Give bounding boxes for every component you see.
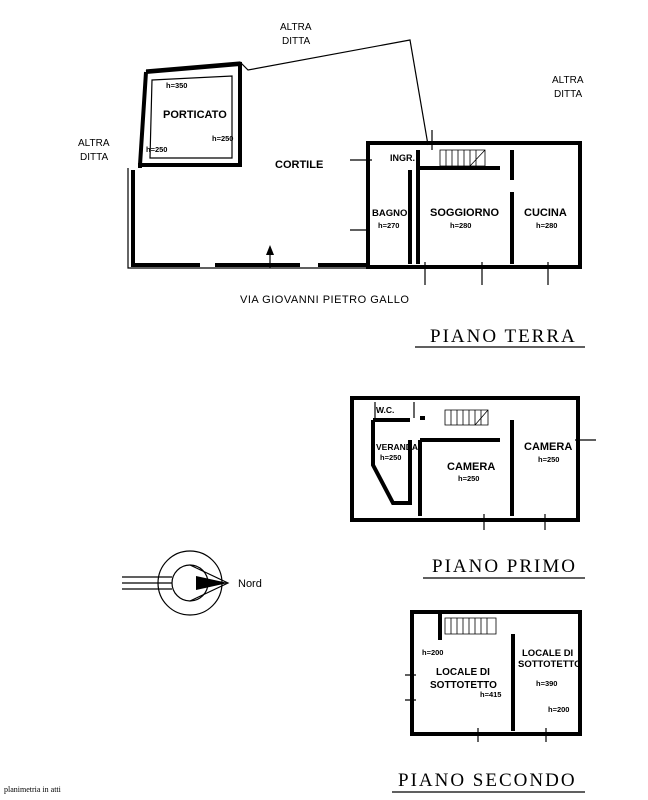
second-window-marks <box>405 674 547 742</box>
room-bagno: BAGNO <box>372 208 407 219</box>
height-camera-right: h=250 <box>538 455 559 464</box>
title-piano-terra: PIANO TERRA <box>430 326 577 347</box>
porticato-walls <box>138 61 242 168</box>
house-ground-walls <box>366 141 582 269</box>
height-locale-left-bottom: h=415 <box>480 690 501 699</box>
height-porticato-left: h=250 <box>146 145 167 154</box>
room-soggiorno: SOGGIORNO <box>430 207 500 219</box>
height-locale-right-top: h=390 <box>536 679 557 688</box>
ground-stair <box>439 149 486 167</box>
height-locale-right-bottom: h=200 <box>548 705 569 714</box>
room-locale-right-line2: SOTTOTETTO <box>518 659 582 670</box>
second-floor-plan <box>405 610 582 742</box>
footnote: planimetria in atti <box>4 785 62 794</box>
house-ground-partitions <box>408 150 514 264</box>
north-compass-icon <box>122 550 230 616</box>
height-veranda: h=250 <box>380 453 401 462</box>
ground-floor-plan <box>127 39 582 285</box>
neighbour-top-2: DITTA <box>282 36 310 47</box>
height-bagno: h=270 <box>378 221 399 230</box>
compass-label: Nord <box>238 578 262 590</box>
height-camera-main: h=250 <box>458 474 479 483</box>
neighbour-left-1: ALTRA <box>78 138 110 149</box>
room-locale-left-line1: LOCALE DI <box>436 667 490 678</box>
first-floor-plan <box>350 396 596 530</box>
room-camera-main: CAMERA <box>447 461 495 473</box>
room-cortile: CORTILE <box>275 159 323 171</box>
room-veranda: VERANDA <box>376 442 418 452</box>
room-cucina: CUCINA <box>524 207 567 219</box>
neighbour-top-1: ALTRA <box>280 22 312 33</box>
first-stair <box>444 409 489 426</box>
height-cucina: h=280 <box>536 221 557 230</box>
title-piano-primo: PIANO PRIMO <box>432 556 577 577</box>
first-floor-outer-walls <box>350 396 580 522</box>
first-floor-partitions <box>371 416 514 516</box>
title-piano-secondo: PIANO SECONDO <box>398 770 577 791</box>
neighbour-right-2: DITTA <box>554 89 582 100</box>
room-locale-left-line2: SOTTOTETTO <box>430 680 497 691</box>
height-porticato-right: h=250 <box>212 134 233 143</box>
neighbour-left-2: DITTA <box>80 152 108 163</box>
second-floor-outer-walls <box>410 610 582 736</box>
height-soggiorno: h=280 <box>450 221 471 230</box>
ground-door-marks <box>350 130 549 285</box>
height-porticato-top: h=350 <box>166 81 187 90</box>
entrance-arrow-head <box>266 245 274 255</box>
porticato-inner <box>149 75 233 159</box>
room-locale-right-line1: LOCALE DI <box>522 648 573 659</box>
room-wc: W.C. <box>376 405 394 415</box>
room-ingresso: INGR. <box>390 153 415 163</box>
courtyard-boundary <box>127 39 429 269</box>
room-porticato: PORTICATO <box>163 109 227 121</box>
height-locale-left-top: h=200 <box>422 648 443 657</box>
neighbour-right-1: ALTRA <box>552 75 584 86</box>
second-stair <box>444 617 497 635</box>
street-name: VIA GIOVANNI PIETRO GALLO <box>240 294 409 306</box>
first-door-marks <box>374 402 596 530</box>
courtyard-south-wall <box>131 170 368 267</box>
second-floor-partitions <box>438 614 515 731</box>
room-camera-right: CAMERA <box>524 441 572 453</box>
